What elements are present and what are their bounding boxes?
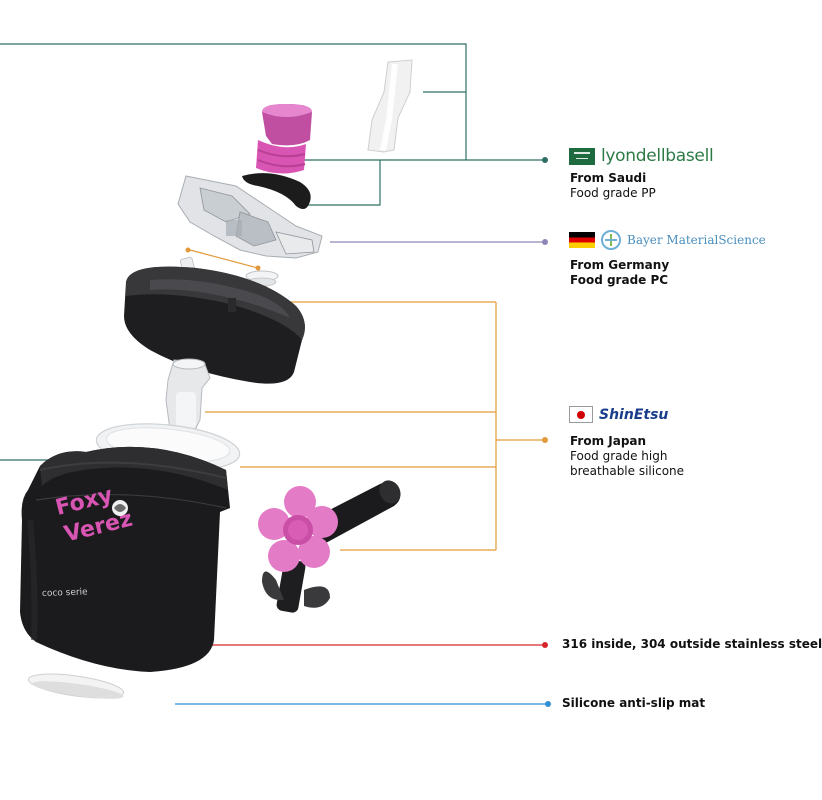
flower-icon bbox=[258, 486, 338, 572]
orange-dot-pin bbox=[185, 247, 191, 253]
anti-slip-mat bbox=[27, 673, 125, 699]
germany-flag-icon bbox=[569, 232, 595, 248]
red-dot bbox=[542, 642, 548, 648]
straw-tube bbox=[367, 59, 413, 153]
brand-name-bayer: Bayer MaterialScience bbox=[627, 233, 766, 247]
grade-japan: Food grade high breathable silicone bbox=[570, 449, 685, 478]
material-label-germany: From Germany Food grade PC bbox=[570, 258, 669, 288]
teal-leader-lid bbox=[305, 160, 381, 206]
brand-name-lyondellbasell: lyondellbasell bbox=[601, 146, 714, 166]
material-label-japan: From Japan Food grade high breathable si… bbox=[570, 434, 740, 479]
brand-bayer: Bayer MaterialScience bbox=[569, 230, 766, 250]
bayer-cross-icon bbox=[601, 230, 621, 250]
pink-stopper bbox=[256, 104, 312, 174]
leaf-left bbox=[262, 571, 284, 601]
black-outer-lid bbox=[124, 266, 305, 384]
grade-germany: Food grade PC bbox=[570, 273, 669, 287]
exploded-cup-diagram: Foxy Verez coco serie bbox=[0, 43, 551, 707]
brand-lyondellbasell: lyondellbasell bbox=[569, 146, 714, 166]
clear-valve-insert bbox=[165, 358, 211, 435]
grade-saudi: Food grade PP bbox=[570, 186, 656, 200]
blue-dot bbox=[545, 701, 551, 707]
japan-flag-icon bbox=[569, 406, 593, 423]
origin-saudi: From Saudi bbox=[570, 171, 647, 185]
cup-brand-text: coco serie bbox=[42, 587, 89, 599]
clear-lid-mechanism bbox=[177, 175, 323, 259]
callout-anti-slip-mat: Silicone anti-slip mat bbox=[562, 696, 706, 710]
orange-dot-seal bbox=[255, 265, 261, 271]
saudi-flag-icon bbox=[569, 147, 595, 165]
teal-leader-top bbox=[0, 43, 467, 160]
brand-shinetsu: ShinEtsu bbox=[569, 406, 668, 423]
callout-stainless-steel: 316 inside, 304 outside stainless steel bbox=[562, 637, 822, 651]
origin-japan: From Japan bbox=[570, 434, 647, 448]
black-gasket bbox=[242, 173, 311, 209]
origin-germany: From Germany bbox=[570, 258, 670, 272]
flower-straw-topper bbox=[258, 480, 401, 613]
leaf-right bbox=[304, 586, 330, 608]
brand-name-shinetsu: ShinEtsu bbox=[599, 406, 669, 423]
purple-dot bbox=[542, 239, 548, 245]
orange-dot bbox=[542, 437, 548, 443]
cup-body: Foxy Verez coco serie bbox=[20, 446, 230, 672]
teal-dot bbox=[542, 157, 548, 163]
material-label-saudi: From Saudi Food grade PP bbox=[570, 171, 656, 201]
